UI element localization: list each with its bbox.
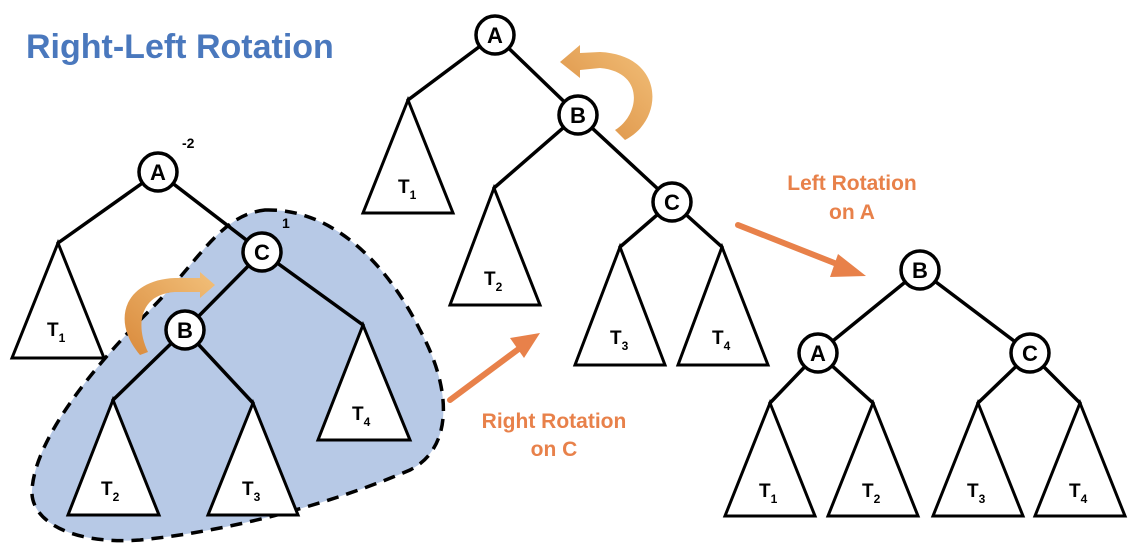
subtree-t4: T4 — [315, 320, 413, 442]
middle-tree: T1 T2 T3 T4 A B C — [360, 14, 771, 367]
right-rotation-label-line2: on C — [531, 438, 578, 461]
subtree-t3: T3 — [930, 398, 1026, 518]
balance-factor-a: -2 — [182, 135, 195, 151]
subtree-t1: T1 — [360, 95, 456, 215]
curved-arrow — [560, 45, 653, 140]
svg-text:T3: T3 — [967, 481, 986, 506]
subtree-t2: T2 — [825, 398, 921, 518]
node-a: A — [797, 332, 839, 374]
left-rotation-arrow — [735, 222, 866, 277]
svg-text:A: A — [810, 341, 826, 366]
node-b: B — [164, 309, 206, 351]
curved-arrow — [124, 272, 215, 355]
final-tree: T1 T2 T3 T4 B A C — [722, 249, 1128, 518]
left-rotation-label-line2: on A — [829, 201, 875, 224]
node-c: C — [1009, 332, 1051, 374]
svg-text:T2: T2 — [862, 481, 881, 506]
svg-text:T3: T3 — [242, 479, 261, 504]
diagram-title: Right-Left Rotation — [26, 28, 334, 66]
node-b: B — [557, 94, 599, 136]
svg-text:T4: T4 — [352, 404, 371, 429]
initial-tree: T1 T2 T3 T4 A -2 C 1 B — [9, 135, 446, 543]
node-a: A — [474, 14, 516, 56]
subtree-t3: T3 — [205, 398, 301, 517]
svg-text:B: B — [912, 258, 928, 283]
svg-text:T1: T1 — [47, 320, 66, 345]
subtree-t4: T4 — [675, 242, 771, 367]
balance-factor-c: 1 — [282, 215, 290, 231]
svg-text:C: C — [1022, 341, 1038, 366]
svg-text:T1: T1 — [759, 481, 778, 506]
node-a: A — [137, 151, 179, 193]
subtree-t2: T2 — [447, 183, 543, 307]
svg-text:A: A — [150, 160, 166, 185]
left-rotation-label-line1: Left Rotation — [787, 172, 916, 195]
subtree-t1: T1 — [9, 238, 107, 360]
subtree-t3: T3 — [572, 242, 668, 367]
subtree-t4: T4 — [1032, 398, 1128, 518]
svg-text:B: B — [570, 103, 586, 128]
svg-text:C: C — [254, 240, 270, 265]
svg-text:T2: T2 — [101, 479, 120, 504]
node-b: B — [899, 249, 941, 291]
svg-text:T4: T4 — [1069, 481, 1088, 506]
svg-text:T2: T2 — [484, 269, 503, 294]
svg-text:A: A — [487, 23, 503, 48]
subtree-t1: T1 — [722, 398, 818, 518]
right-rotation-label-line1: Right Rotation — [482, 410, 627, 433]
node-c: C — [241, 231, 283, 273]
svg-text:C: C — [664, 190, 680, 215]
right-rotation-arrow — [447, 333, 540, 403]
svg-text:B: B — [177, 318, 193, 343]
svg-text:T4: T4 — [712, 328, 731, 353]
subtree-t2: T2 — [65, 395, 162, 517]
svg-text:T3: T3 — [610, 328, 629, 353]
node-c: C — [651, 181, 693, 223]
svg-text:T1: T1 — [398, 177, 417, 202]
